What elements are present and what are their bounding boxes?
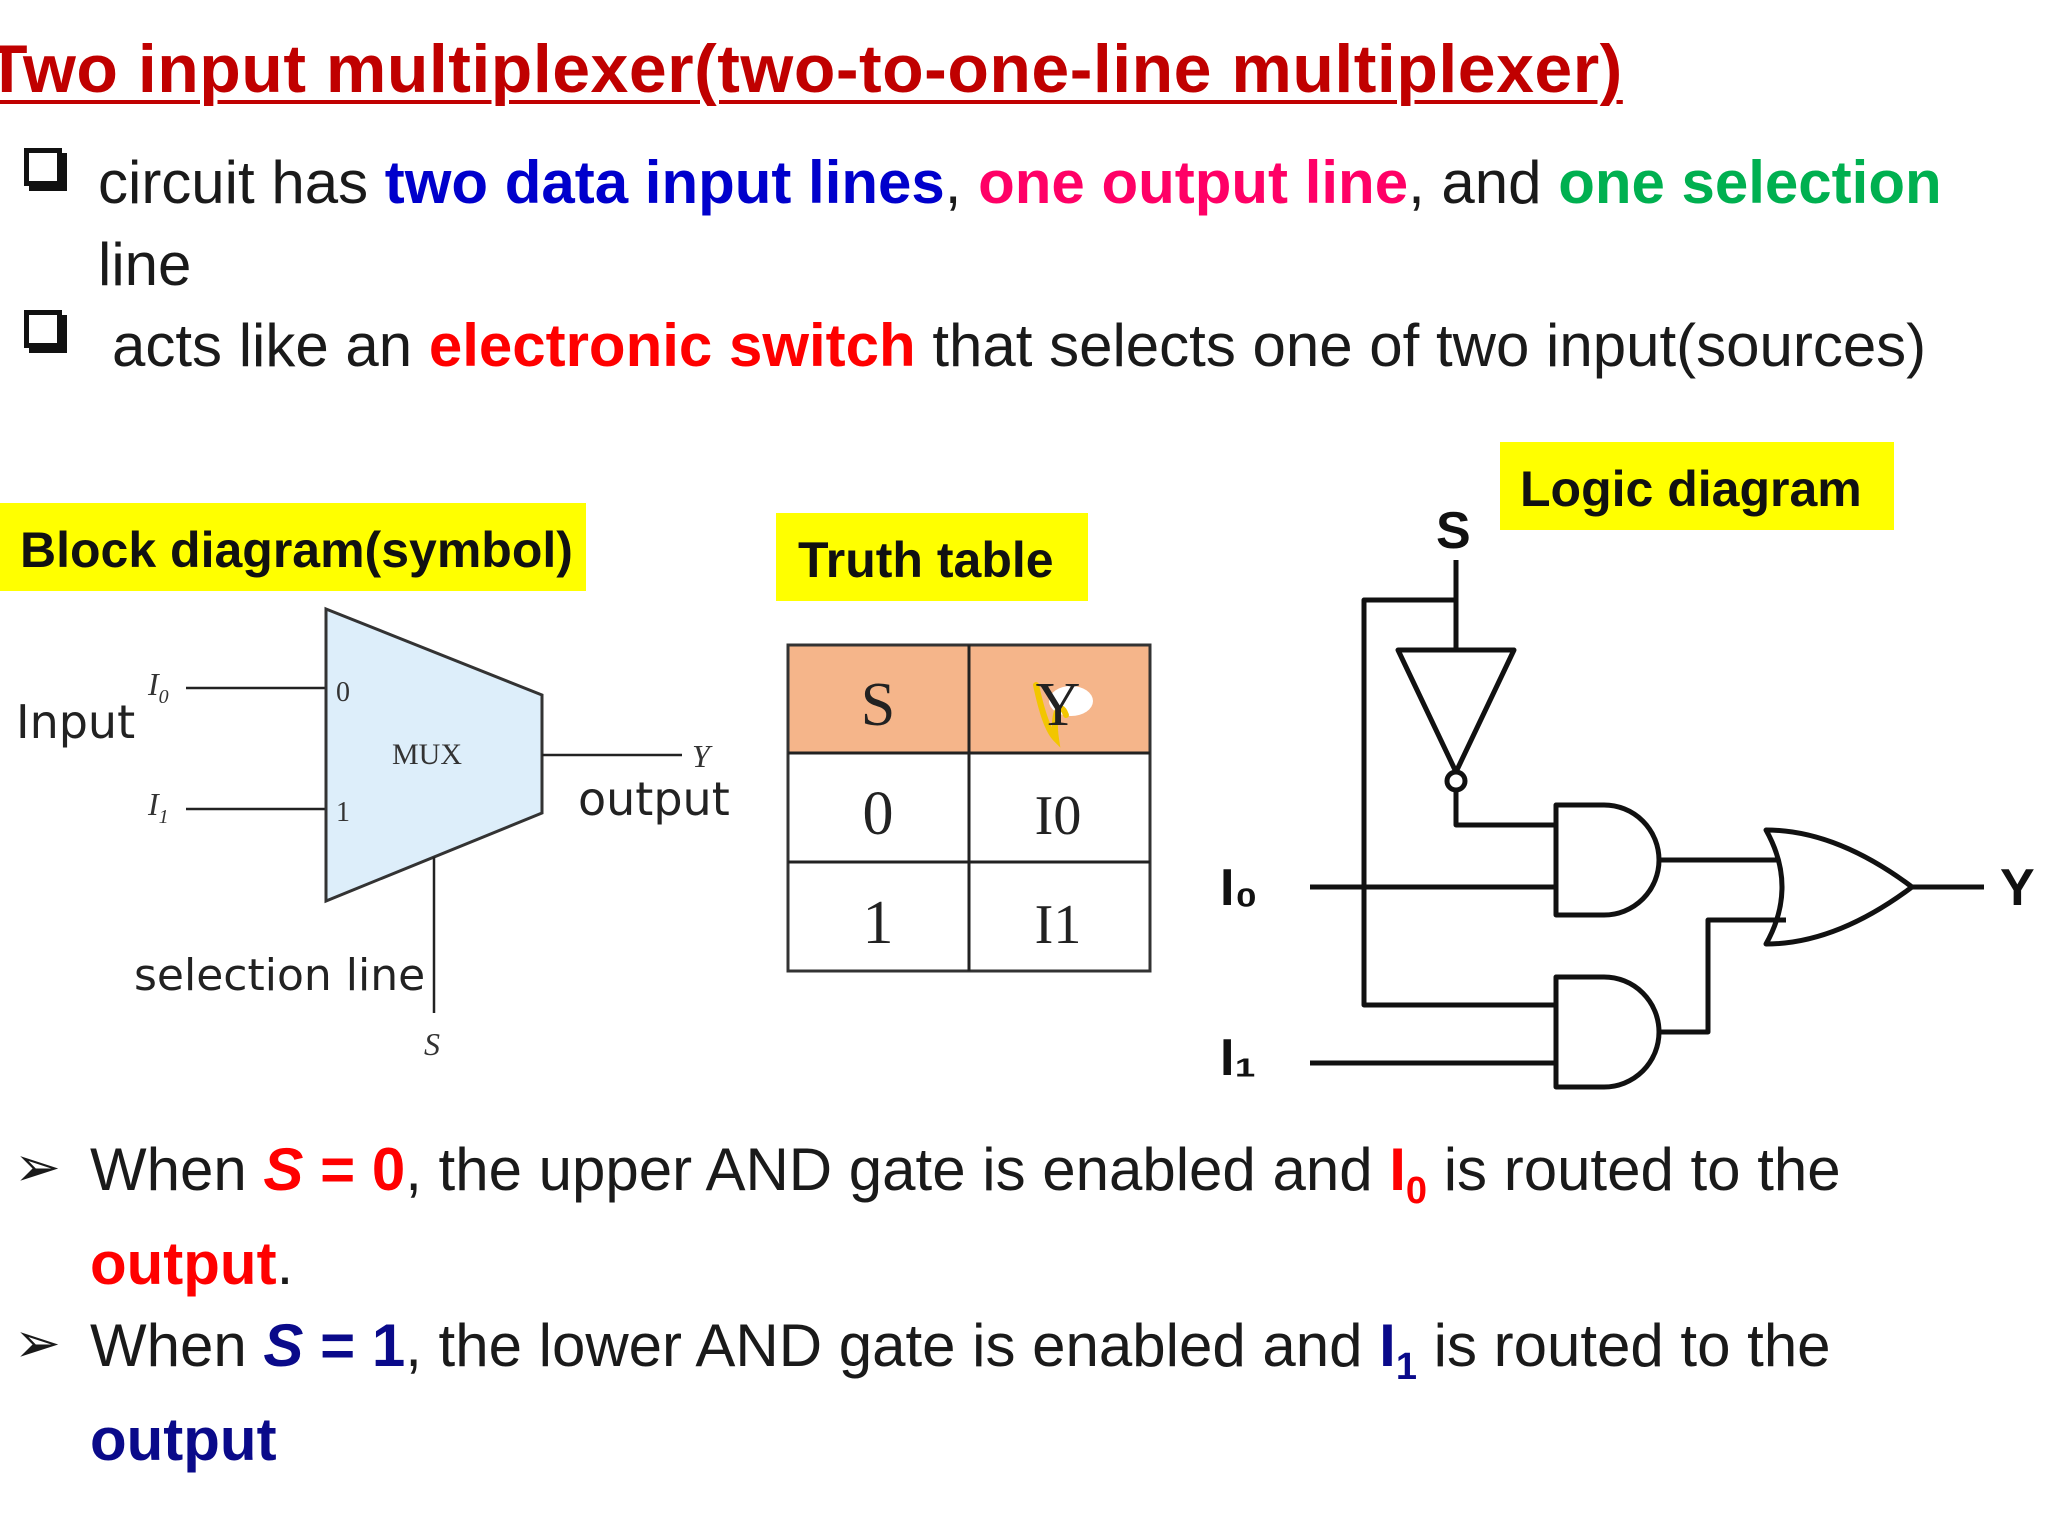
point-1-mid: , the upper AND gate is enabled and: [405, 1136, 1390, 1203]
point-2-var: S: [263, 1312, 304, 1379]
logic-diagram: S I₀ I₁ Y: [1220, 502, 2035, 1090]
separator: , and: [1408, 149, 1559, 216]
bullet-1-line-2: line: [98, 231, 192, 298]
point-2-input-sub: 1: [1395, 1346, 1417, 1388]
highlight-output-line: one output line: [978, 149, 1409, 216]
checkbox-bullet-icon: [24, 148, 62, 186]
point-2-line-1: When S = 1, the lower AND gate is enable…: [90, 1308, 1831, 1405]
truth-table-label: Truth table: [776, 513, 1088, 601]
i1-label: I1: [147, 786, 169, 828]
point-1-input-sub: 0: [1405, 1170, 1428, 1212]
highlight-electronic-switch: electronic switch: [428, 312, 916, 379]
bullet-2-text-end: that selects one of two input(sources): [915, 312, 1927, 379]
point-1-post: is routed to the: [1427, 1136, 1841, 1203]
lower-and-output-wire: [1659, 917, 1786, 1035]
point-2-line-2: output: [90, 1402, 277, 1478]
s-branch-wire: [1361, 597, 1556, 1008]
mux-trapezoid: [324, 606, 544, 904]
point-1-cond: = 0: [303, 1136, 406, 1203]
pin-0-label: 0: [336, 677, 350, 708]
y-label: Y: [692, 738, 713, 774]
table-cell: 1: [863, 889, 894, 957]
upper-and-gate: [1553, 802, 1662, 918]
mux-label: MUX: [392, 738, 462, 771]
point-2-post: is routed to the: [1416, 1312, 1831, 1379]
point-1-var: S: [263, 1136, 304, 1203]
point-1-line-1: When S = 0, the upper AND gate is enable…: [90, 1132, 1841, 1229]
input-label: Input: [16, 695, 135, 749]
table-cell: I0: [1035, 785, 1082, 847]
point-2-output: output: [90, 1406, 277, 1473]
i0-label: I0: [147, 666, 169, 708]
highlight-data-inputs: two data input lines: [384, 149, 945, 216]
logic-y-label: Y: [2000, 859, 2035, 917]
table-cell: I1: [1035, 894, 1082, 956]
point-1-output: output: [90, 1230, 277, 1297]
not-gate: [1395, 647, 1517, 775]
page-title: Two input multiplexer(two-to-one-line mu…: [0, 31, 1623, 107]
lower-and-gate: [1553, 974, 1662, 1090]
point-1-text: When: [90, 1136, 264, 1203]
table-cell: 0: [863, 780, 894, 848]
or-gate: [1763, 827, 1915, 947]
mux-block-diagram: Input I0 I1 0 1 MUX Y output selection l…: [16, 606, 730, 1062]
selection-line-label: selection line: [134, 950, 425, 1001]
pin-1-label: 1: [336, 797, 350, 828]
bullet-1-text: circuit has: [98, 149, 385, 216]
logic-s-label: S: [1436, 502, 1471, 560]
bullet-2-text: acts like an: [112, 312, 429, 379]
s-label: S: [424, 1026, 440, 1062]
logic-diagram-label: Logic diagram: [1500, 442, 1894, 530]
not-bubble: [1444, 769, 1468, 793]
highlight-selection: one selection: [1558, 149, 1942, 216]
bullet-1-line-1: circuit has two data input lines, one ou…: [98, 143, 1942, 223]
not-output-wire: [1453, 790, 1556, 828]
checkbox-bullet-icon: [24, 310, 62, 348]
table-header-s: S: [861, 671, 895, 739]
point-2-text: When: [90, 1312, 264, 1379]
arrow-bullet-icon: ➢: [14, 1135, 61, 1198]
truth-table: S Y 0 I0 1 I1: [786, 643, 1152, 973]
point-2-cond: = 1: [303, 1312, 406, 1379]
block-diagram-label: Block diagram(symbol): [0, 503, 586, 591]
highlighter-scribble: [1033, 682, 1069, 748]
point-2-mid: , the lower AND gate is enabled and: [405, 1312, 1380, 1379]
point-1-line-2: output.: [90, 1226, 293, 1302]
logic-i0-label: I₀: [1220, 859, 1258, 917]
arrow-bullet-icon: ➢: [14, 1311, 61, 1374]
output-label: output: [578, 772, 730, 826]
point-2-input: I: [1379, 1312, 1396, 1379]
separator: ,: [944, 149, 979, 216]
bullet-2: acts like an electronic switch that sele…: [112, 306, 1926, 386]
point-1-dot: .: [276, 1230, 294, 1297]
logic-i1-label: I₁: [1220, 1029, 1256, 1087]
point-1-input: I: [1389, 1136, 1406, 1203]
table-header-y: Y: [1036, 671, 1081, 739]
